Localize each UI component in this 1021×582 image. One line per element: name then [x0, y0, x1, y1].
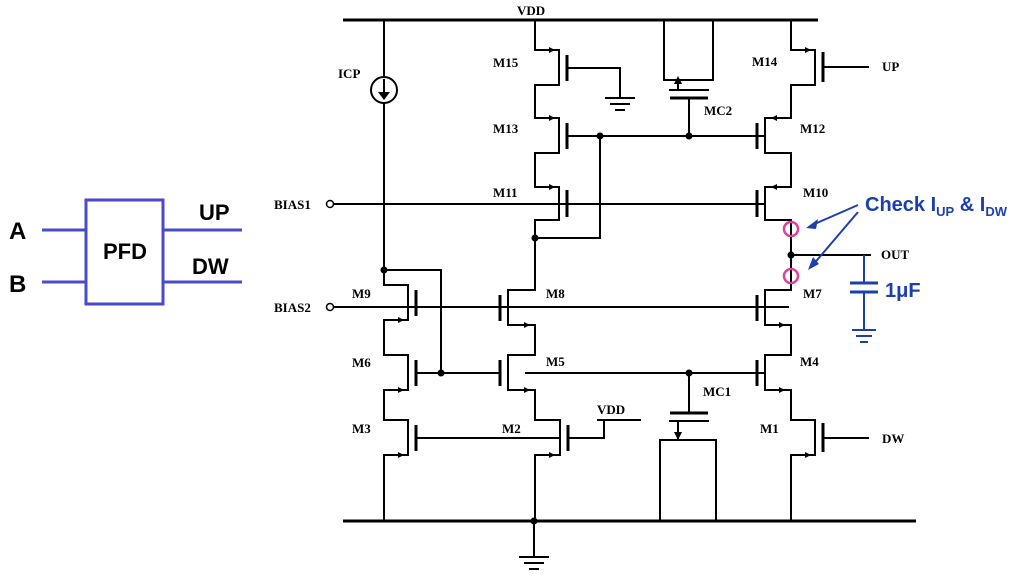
- m4-label: M4: [800, 354, 819, 369]
- m3-label: M3: [352, 421, 371, 436]
- m2-label: M2: [502, 421, 521, 436]
- pfd-output-up: UP: [199, 200, 230, 225]
- mc1-label: MC1: [703, 384, 731, 399]
- m2-gate-vdd-label: VDD: [597, 402, 625, 417]
- pfd-input-a: A: [9, 218, 26, 245]
- m10-label: M10: [803, 185, 828, 200]
- output-node: OUT: [787, 247, 910, 262]
- pfd-output-dw: DW: [192, 254, 229, 279]
- m12-label: M12: [800, 121, 825, 136]
- ground-symbol: [519, 517, 549, 570]
- current-source-icp: ICP: [338, 19, 398, 271]
- pfd-box: [84, 198, 165, 306]
- m13-label: M13: [493, 121, 519, 136]
- bias2-label: BIAS2: [274, 300, 311, 315]
- transistor-m8: M8: [498, 286, 565, 356]
- pfd-input-b: B: [9, 271, 26, 298]
- icp-label: ICP: [338, 66, 360, 81]
- transistor-m12: M12: [755, 115, 825, 188]
- transistor-m13: M13: [493, 115, 569, 188]
- m5-label: M5: [546, 354, 565, 369]
- transistor-m15: M15: [493, 19, 635, 119]
- transistor-m1: M1 DW: [760, 419, 904, 522]
- transistor-m7: M7: [755, 286, 822, 356]
- up-input-label: UP: [882, 59, 899, 74]
- transistor-m2: M2 VDD: [502, 402, 641, 522]
- m14-label: M14: [752, 54, 778, 69]
- m11-label: M11: [493, 185, 518, 200]
- m9-label: M9: [352, 286, 371, 301]
- m15-label: M15: [493, 55, 519, 70]
- output-capacitor: 1μF: [850, 255, 921, 343]
- transistor-m3: M3: [352, 419, 418, 522]
- m6-label: M6: [352, 355, 371, 370]
- pfd-label: PFD: [103, 239, 147, 264]
- pfd-block: PFD A B UP DW: [9, 198, 242, 306]
- bias1-net: BIAS1: [274, 197, 766, 212]
- dw-input-label: DW: [882, 431, 904, 446]
- transistor-m4: M4: [755, 354, 819, 421]
- transistor-m6: M6: [352, 354, 418, 421]
- current-check-annotation: Check IUP & IDW: [782, 194, 1008, 285]
- transistor-m14: M14 UP: [752, 19, 899, 119]
- capacitor-value: 1μF: [885, 280, 921, 302]
- m1-label: M1: [760, 421, 779, 436]
- vdd-label: VDD: [517, 3, 545, 18]
- transistor-mc2: MC2: [663, 19, 732, 137]
- m8-label: M8: [546, 286, 565, 301]
- transistor-m11: M11: [493, 184, 569, 291]
- transistor-m9: M9: [352, 284, 418, 356]
- transistor-mc1: MC1: [525, 369, 766, 522]
- probe-dw-marker: [782, 267, 800, 285]
- bias2-net: BIAS2: [274, 300, 789, 315]
- probe-up-marker: [782, 220, 800, 238]
- transistor-m5: M5: [498, 354, 565, 421]
- bias1-label: BIAS1: [274, 197, 311, 212]
- check-currents-text: Check IUP & IDW: [865, 194, 1008, 219]
- mc2-label: MC2: [704, 103, 732, 118]
- out-label: OUT: [881, 247, 910, 262]
- m7-label: M7: [803, 286, 822, 301]
